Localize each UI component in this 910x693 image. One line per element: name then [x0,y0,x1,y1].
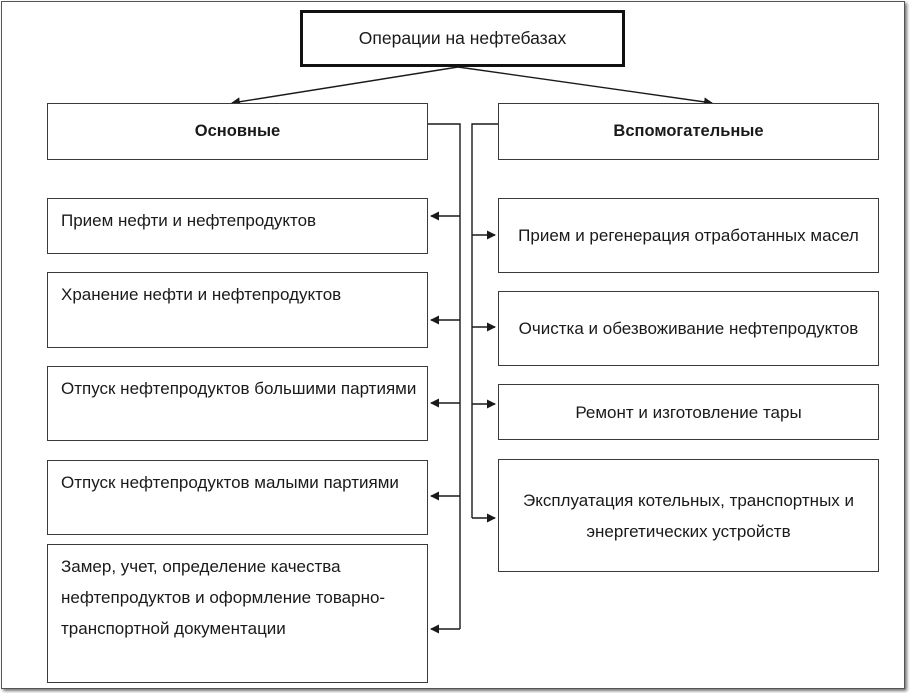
aux-item-3-text: Ремонт и изготовление тары [575,402,802,422]
aux-item-3: Ремонт и изготовление тары [498,384,879,440]
auxiliary-heading-box: Вспомогательные [498,103,879,160]
aux-item-4-text: Эксплуатация котельных, транспортных и э… [522,490,855,541]
aux-item-1-text: Прием и регенерация отработанных масел [518,226,859,245]
main-item-1-text: Прием нефти и нефтепродуктов [61,211,317,230]
main-heading-box: Основные [47,103,428,160]
main-item-2-text: Хранение нефти и нефтепродуктов [61,285,342,304]
main-item-5-text: Замер, учет, определение качества нефтеп… [61,557,386,638]
aux-item-2: Очистка и обезвоживание нефтепродуктов [498,291,879,366]
main-heading: Основные [194,122,281,140]
diagram-title-box: Операции на нефтебазах [300,10,625,67]
main-item-4-text: Отпуск нефтепродуктов малыми партиями [61,473,399,492]
aux-item-1: Прием и регенерация отработанных масел [498,198,879,273]
aux-item-2-text: Очистка и обезвоживание нефтепродуктов [518,319,859,338]
diagram-title: Операции на нефтебазах [358,28,567,48]
main-item-5: Замер, учет, определение качества нефтеп… [47,544,428,683]
aux-item-4: Эксплуатация котельных, транспортных и э… [498,459,879,572]
main-item-2: Хранение нефти и нефтепродуктов [47,272,428,348]
main-item-1: Прием нефти и нефтепродуктов [47,198,428,254]
auxiliary-heading: Вспомогательные [613,122,764,140]
main-item-3-text: Отпуск нефтепродуктов большими партиями [61,379,417,398]
main-item-4: Отпуск нефтепродуктов малыми партиями [47,460,428,535]
main-item-3: Отпуск нефтепродуктов большими партиями [47,366,428,441]
